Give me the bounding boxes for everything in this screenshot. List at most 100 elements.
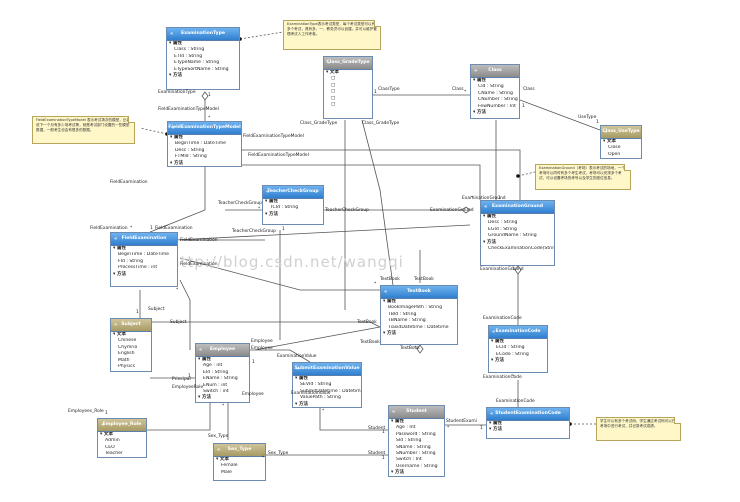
connector-label: TextBook: [400, 346, 420, 351]
value-row: Math: [118, 357, 130, 363]
multiplicity: 1: [188, 374, 191, 379]
collapse-icon[interactable]: «: [490, 411, 494, 417]
collapse-icon[interactable]: «: [199, 347, 203, 353]
collapse-icon[interactable]: «: [392, 409, 396, 415]
connector-label: ExaminationCode: [483, 375, 522, 380]
values-header: ▾ 文本: [113, 332, 127, 337]
connector-label: ExaminationCode: [483, 316, 522, 321]
connector-label: Employee: [251, 339, 273, 344]
connector-label: FieldExamination: [180, 262, 218, 267]
class-student[interactable]: «Student ▾ 属性 Age : Int Password : Strin…: [388, 405, 445, 477]
value-row: Teacher: [105, 451, 123, 457]
multiplicity: *: [258, 207, 261, 212]
class-title: Sex_Type: [227, 447, 252, 452]
note-examination-ground: ExaminationGround（考场）表示考试的场地，一个考场可以同时有多个…: [535, 164, 631, 190]
attr-row: CName : String: [478, 90, 513, 96]
class-title: Class_UseType: [602, 129, 640, 134]
value-row: CEO: [105, 444, 115, 450]
class-employee[interactable]: «Employee ▾ 属性 Age : int EId : String EN…: [195, 343, 250, 403]
value-row: Close: [608, 145, 621, 151]
class-fieldexamination[interactable]: «FieldExamination ▾ 属性 BeginTime : DateT…: [110, 232, 178, 287]
collapse-icon[interactable]: «: [296, 366, 300, 372]
attr-row: SEVId : String: [300, 382, 332, 388]
class-sex-type[interactable]: «Sex_Type ▾ 文本 Female Male: [213, 443, 266, 481]
class-studentexaminationcode[interactable]: «StudentExaminationCode ▾ 属性 ▾ 方法: [486, 407, 570, 439]
attrs-header: ▾ 属性: [473, 78, 487, 83]
attr-row: GroundName : String: [488, 233, 537, 239]
class-subject[interactable]: «Subject ▾ 文本 Chinese Chymrio English Ma…: [110, 318, 152, 372]
connector-label: TeacherCheckGroup: [325, 208, 369, 213]
attrs-header: ▾ 属性: [489, 421, 503, 426]
connector-label: FieldExamination: [90, 226, 128, 231]
class-title: StudentExaminationCode: [495, 411, 561, 416]
class-submitexaminationvalue[interactable]: «SubmitExaminationValue ▾ 属性 SEVId : Str…: [292, 362, 362, 408]
multiplicity: *: [512, 375, 515, 380]
multiplicity: 1: [136, 310, 139, 315]
attr-row: Switch : int: [203, 389, 229, 395]
collapse-icon[interactable]: «: [171, 125, 175, 131]
collapse-icon[interactable]: «: [170, 31, 174, 37]
class-class-usetype[interactable]: «Class_UseType ▾ 文本 Close Open: [600, 125, 642, 159]
class-title: TextBook: [407, 289, 431, 294]
methods-header: ▾ 方法: [198, 395, 212, 401]
attrs-header: ▾ 属性: [383, 299, 397, 304]
class-title: Employee: [209, 347, 236, 352]
multiplicity: 1: [105, 411, 108, 416]
class-title: ExaminationType: [180, 31, 226, 36]
methods-header: ▾ 方法: [473, 110, 487, 116]
connector-label: UseType: [578, 115, 597, 120]
value-row: □: [331, 82, 336, 88]
attr-row: EGId : String: [488, 226, 517, 232]
class-examinationground[interactable]: «ExaminationGround ▾ 属性 Desc : String EG…: [480, 200, 555, 266]
value-row: Chymrio: [118, 344, 138, 350]
collapse-icon[interactable]: «: [114, 236, 118, 242]
attr-row: Desc : String: [175, 147, 205, 153]
collapse-icon[interactable]: «: [384, 289, 388, 295]
class-class[interactable]: «Class ▾ 属性 CId : String CName : String …: [470, 64, 520, 119]
connector-label: Employee: [242, 392, 264, 397]
collapse-icon[interactable]: «: [604, 129, 608, 135]
connector-label: StudentExami: [446, 419, 477, 424]
multiplicity: 1: [208, 93, 211, 98]
class-examinationtype[interactable]: «ExaminationType ▾ 属性 Class : String ETI…: [166, 27, 240, 90]
connector-label: ExaminationValue: [277, 354, 317, 359]
connector-label: FieldExamination: [155, 226, 193, 231]
attr-row: FId : String: [118, 258, 144, 264]
multiplicity: *: [464, 90, 467, 95]
collapse-icon[interactable]: «: [114, 322, 118, 328]
collapse-icon[interactable]: «: [101, 422, 105, 428]
connector-label: TextBook: [414, 277, 434, 282]
connector-label: FieldExaminationTypeModel: [158, 107, 219, 112]
connector-label: FieldExamination: [180, 238, 218, 243]
class-title: Class_GradeType: [326, 60, 370, 65]
connector-label: ExaminationGround: [462, 196, 506, 201]
class-fieldexaminationtypemodel[interactable]: «FieldExaminationTypeModel ▾ 属性 BeginTim…: [167, 121, 242, 167]
collapse-icon[interactable]: «: [474, 68, 478, 74]
class-employee-role[interactable]: «Employee_Role ▾ 文本 Admin CEO Teacher: [97, 418, 147, 458]
methods-header: ▾ 方法: [483, 239, 497, 245]
collapse-icon[interactable]: «: [327, 60, 331, 66]
attr-row: BeginTime : DateTime: [118, 252, 170, 258]
attr-row: Username : String: [396, 463, 438, 469]
class-textbook[interactable]: «TextBook ▾ 属性 BookImagePath : String TB…: [380, 285, 458, 345]
class-title: ExaminationCode: [495, 329, 541, 334]
collapse-icon[interactable]: «: [492, 329, 496, 335]
connector-label: Class_GradeType: [300, 121, 338, 126]
methods-header: ▾ 方法: [391, 470, 405, 476]
connector-label: ExaminationValue: [291, 391, 331, 396]
connector-label: TextBook: [357, 320, 377, 325]
class-class-gradetype[interactable]: «Class_GradeType ▾ 文本 □ □ □ □ □: [323, 56, 373, 119]
collapse-icon[interactable]: «: [217, 447, 221, 453]
multiplicity: 1: [480, 426, 483, 431]
class-teachercheckgroup[interactable]: «TeacherCheckGroup ▾ 属性 TCId : String ▾ …: [262, 185, 324, 225]
methods-header: ▾ 方法: [113, 271, 127, 277]
class-examinationcode[interactable]: «ExaminationCode ▾ 属性 ECId : String ECod…: [488, 325, 548, 373]
attrs-header: ▾ 属性: [169, 41, 183, 46]
multiplicity: 1: [252, 360, 255, 365]
value-row: Male: [221, 469, 232, 475]
collapse-icon[interactable]: «: [266, 189, 270, 195]
value-row: English: [118, 351, 135, 357]
multiplicity: 1: [150, 226, 153, 231]
collapse-icon[interactable]: «: [484, 204, 488, 210]
connector-label: Employees_Role: [68, 409, 104, 414]
